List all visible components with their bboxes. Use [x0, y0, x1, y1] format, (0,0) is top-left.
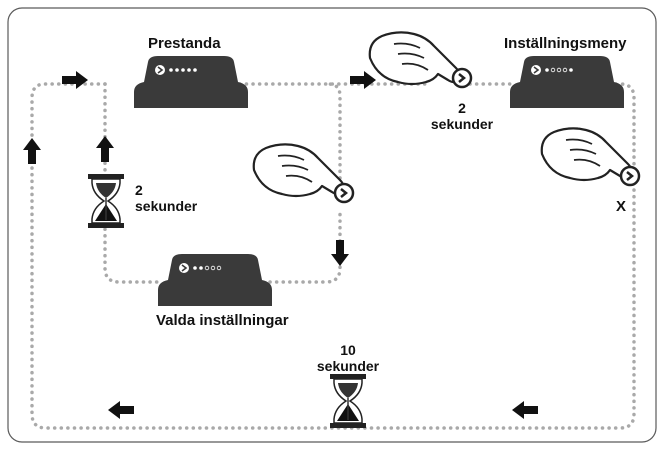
timer-top-unit: sekunder [430, 116, 494, 132]
arrow-up-icon [23, 138, 41, 164]
hourglass-icon [87, 173, 125, 229]
device-installningsmeny [509, 55, 625, 109]
dotted-flow-paths [30, 82, 636, 430]
label-prestanda: Prestanda [148, 35, 221, 52]
label-valda-installningar: Valda inställningar [156, 312, 289, 329]
device-prestanda [133, 55, 249, 109]
arrow-up-icon [96, 136, 114, 162]
device-indicator-dots [169, 67, 573, 271]
timer-bottom-value: 10 [340, 342, 356, 358]
timer-left-unit: sekunder [135, 198, 198, 214]
diagram-frame [7, 7, 657, 443]
timer-bottom-label: 10 sekunder [308, 342, 388, 374]
timer-left-label: 2 sekunder [135, 182, 197, 214]
hand-pointer-icon [252, 143, 345, 198]
hourglass-icon [329, 373, 367, 429]
touch-button-icon [451, 67, 473, 89]
timer-top-label: 2 sekunder [422, 100, 502, 132]
label-installningsmeny: Inställningsmeny [504, 35, 627, 52]
arrow-right-icon [350, 71, 376, 89]
exit-mark: X [616, 198, 627, 215]
device-valda-installningar [157, 253, 273, 307]
arrow-right-icon [62, 71, 88, 89]
arrow-down-icon [331, 240, 349, 266]
timer-top-value: 2 [458, 100, 466, 116]
arrow-left-icon [512, 401, 538, 419]
timer-bottom-unit: sekunder [316, 358, 380, 374]
touch-button-icon [619, 165, 641, 187]
hand-pointer-icon [368, 31, 461, 86]
arrow-left-icon [108, 401, 134, 419]
hand-pointer-icon [540, 127, 633, 182]
touch-button-icon [333, 182, 355, 204]
timer-left-value: 2 [135, 182, 143, 198]
